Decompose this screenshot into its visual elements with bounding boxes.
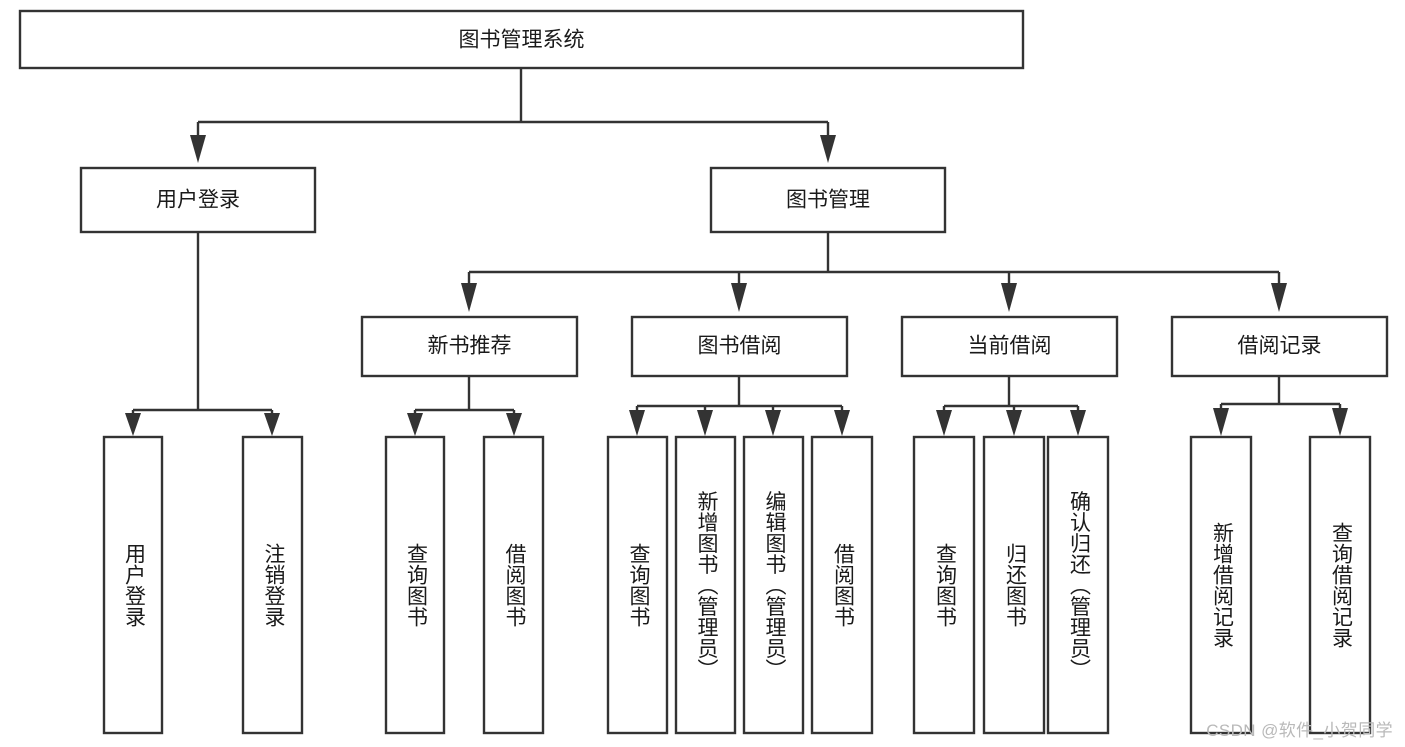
leaf-node-query-borrow-record[interactable]: 查询借阅记录 bbox=[1308, 435, 1372, 735]
leaf-node-query-book-cb[interactable]: 查询图书 bbox=[912, 435, 976, 735]
arrow-head-br-leaf-2 bbox=[1332, 408, 1348, 436]
leaf-node-edit-book-admin[interactable]: 编辑图书（管理员） bbox=[742, 435, 805, 735]
leaf-box-borrow-book-bb[interactable] bbox=[810, 435, 874, 735]
leaf-label-query-book-nbr: 查询图书 bbox=[404, 543, 428, 627]
leaf-label-add-book-admin: 新增图书（管理员） bbox=[695, 491, 719, 680]
user-login-label: 用户登录 bbox=[156, 189, 240, 212]
node-new-book-recommendation[interactable]: 新书推荐 bbox=[360, 315, 579, 378]
arrow-head-leaf-user-login bbox=[125, 413, 141, 436]
node-book-borrow[interactable]: 图书借阅 bbox=[630, 315, 849, 378]
root-label: 图书管理系统 bbox=[459, 29, 585, 52]
connectors-current-borrow-to-leaves bbox=[936, 376, 1086, 436]
arrow-head-br-leaf-1 bbox=[1213, 408, 1229, 436]
connectors-user-login-to-leaves bbox=[125, 232, 280, 436]
leaf-node-query-book-nbr[interactable]: 查询图书 bbox=[384, 435, 446, 735]
node-current-borrow[interactable]: 当前借阅 bbox=[900, 315, 1119, 378]
user-login-box[interactable] bbox=[79, 166, 317, 234]
leaf-node-borrow-book-nbr[interactable]: 借阅图书 bbox=[482, 435, 545, 735]
book-management-box[interactable] bbox=[709, 166, 947, 234]
arrow-head-leaf-logout bbox=[264, 413, 280, 436]
arrow-head-new-book-rec bbox=[461, 283, 477, 312]
leaf-box-query-book-cb[interactable] bbox=[912, 435, 976, 735]
arrow-head-cb-leaf-1 bbox=[936, 410, 952, 436]
arrow-head-book-mgmt bbox=[820, 135, 836, 163]
borrow-record-box[interactable] bbox=[1170, 315, 1389, 378]
connectors-book-mgmt-to-level3 bbox=[461, 232, 1287, 312]
node-root-system[interactable]: 图书管理系统 bbox=[18, 9, 1025, 70]
leaf-node-query-book-bb[interactable]: 查询图书 bbox=[606, 435, 669, 735]
leaf-box-borrow-book-nbr[interactable] bbox=[482, 435, 545, 735]
leaf-label-borrow-book-nbr: 借阅图书 bbox=[503, 543, 527, 627]
borrow-record-label: 借阅记录 bbox=[1238, 335, 1322, 358]
book-borrow-label: 图书借阅 bbox=[698, 335, 782, 358]
leaf-box-edit-book-admin[interactable] bbox=[742, 435, 805, 735]
leaf-label-return-book: 归还图书 bbox=[1003, 543, 1027, 627]
arrow-head-bb-leaf-2 bbox=[697, 410, 713, 436]
leaf-label-add-borrow-record: 新增借阅记录 bbox=[1210, 522, 1234, 648]
connectors-new-book-rec-to-leaves bbox=[407, 376, 522, 436]
connectors-book-borrow-to-leaves bbox=[629, 376, 850, 436]
leaf-label-borrow-book-bb: 借阅图书 bbox=[831, 543, 855, 627]
leaf-box-query-book-nbr[interactable] bbox=[384, 435, 446, 735]
new-book-recommendation-box[interactable] bbox=[360, 315, 579, 378]
leaf-box-add-book-admin[interactable] bbox=[674, 435, 737, 735]
arrow-head-nbr-leaf-2 bbox=[506, 413, 522, 436]
arrow-head-current-borrow bbox=[1001, 283, 1017, 312]
root-box[interactable] bbox=[18, 9, 1025, 70]
connectors-borrow-record-to-leaves bbox=[1213, 376, 1348, 436]
arrow-head-bb-leaf-3 bbox=[765, 410, 781, 436]
book-management-label: 图书管理 bbox=[786, 189, 870, 212]
new-book-recommendation-label: 新书推荐 bbox=[428, 335, 512, 358]
arrow-head-bb-leaf-1 bbox=[629, 410, 645, 436]
arrow-head-cb-leaf-3 bbox=[1070, 410, 1086, 436]
leaf-box-confirm-return-admin[interactable] bbox=[1046, 435, 1110, 735]
leaf-box-logout[interactable] bbox=[241, 435, 304, 735]
node-borrow-record[interactable]: 借阅记录 bbox=[1170, 315, 1389, 378]
leaf-box-query-book-bb[interactable] bbox=[606, 435, 669, 735]
node-book-management[interactable]: 图书管理 bbox=[709, 166, 947, 234]
leaf-node-user-login[interactable]: 用户登录 bbox=[102, 435, 164, 735]
leaf-box-user-login[interactable] bbox=[102, 435, 164, 735]
node-user-login[interactable]: 用户登录 bbox=[79, 166, 317, 234]
leaf-label-logout: 注销登录 bbox=[262, 543, 286, 627]
leaf-node-add-borrow-record[interactable]: 新增借阅记录 bbox=[1189, 435, 1253, 735]
arrow-head-bb-leaf-4 bbox=[834, 410, 850, 436]
book-borrow-box[interactable] bbox=[630, 315, 849, 378]
arrow-head-nbr-leaf-1 bbox=[407, 413, 423, 436]
current-borrow-box[interactable] bbox=[900, 315, 1119, 378]
leaf-node-add-book-admin[interactable]: 新增图书（管理员） bbox=[674, 435, 737, 735]
leaf-label-query-book-bb: 查询图书 bbox=[627, 543, 651, 627]
leaf-node-borrow-book-bb[interactable]: 借阅图书 bbox=[810, 435, 874, 735]
current-borrow-label: 当前借阅 bbox=[968, 335, 1052, 358]
arrow-head-user-login bbox=[190, 135, 206, 163]
leaf-box-query-borrow-record[interactable] bbox=[1308, 435, 1372, 735]
leaf-label-user-login: 用户登录 bbox=[122, 543, 146, 627]
leaf-box-add-borrow-record[interactable] bbox=[1189, 435, 1253, 735]
leaf-node-logout[interactable]: 注销登录 bbox=[241, 435, 304, 735]
leaf-label-query-borrow-record: 查询借阅记录 bbox=[1329, 522, 1353, 648]
leaf-node-return-book[interactable]: 归还图书 bbox=[982, 435, 1046, 735]
leaf-node-confirm-return-admin[interactable]: 确认归还（管理员） bbox=[1046, 435, 1110, 735]
leaf-label-edit-book-admin: 编辑图书（管理员） bbox=[763, 491, 787, 680]
leaf-label-confirm-return-admin: 确认归还（管理员） bbox=[1067, 491, 1091, 680]
arrow-head-borrow-record bbox=[1271, 283, 1287, 312]
leaf-label-query-book-cb: 查询图书 bbox=[933, 543, 957, 627]
connectors-root-to-level2 bbox=[190, 68, 836, 163]
arrow-head-book-borrow bbox=[731, 283, 747, 312]
leaf-box-return-book[interactable] bbox=[982, 435, 1046, 735]
arrow-head-cb-leaf-2 bbox=[1006, 410, 1022, 436]
